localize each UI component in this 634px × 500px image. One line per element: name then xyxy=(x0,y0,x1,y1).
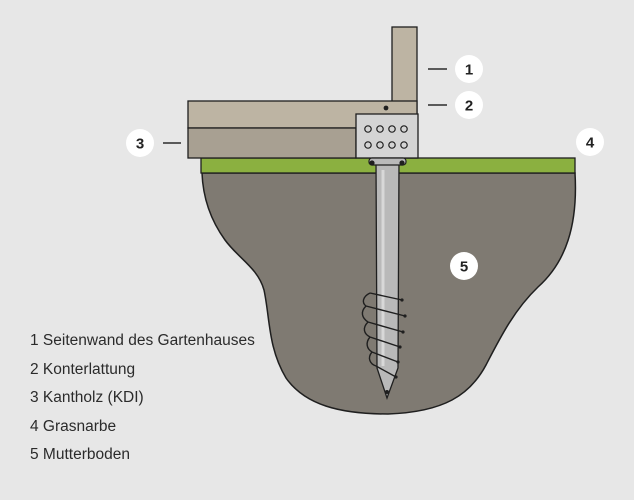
badge-1: 1 xyxy=(455,55,483,83)
top-bolt xyxy=(383,105,389,111)
badge-4: 4 xyxy=(576,128,604,156)
badge-3-number: 3 xyxy=(136,136,144,153)
screw-collar xyxy=(368,157,407,166)
badge-3: 3 xyxy=(126,129,154,157)
badge-5-number: 5 xyxy=(460,259,468,276)
legend-item-3: 3 Kantholz (KDI) xyxy=(30,389,144,406)
legend-item-2: 2 Konterlattung xyxy=(30,360,136,378)
screw-head-plate xyxy=(355,113,419,159)
plate-holes xyxy=(364,125,408,149)
badge-2: 2 xyxy=(455,91,483,119)
thread-dots xyxy=(385,298,407,394)
legend-item-4: 4 Grasnarbe xyxy=(30,417,117,435)
badge-2-number: 2 xyxy=(465,98,473,115)
leader-lines xyxy=(163,68,447,144)
badge-5-circle xyxy=(450,252,478,280)
legend-item-5: 5 Mutterboden xyxy=(30,446,130,463)
ground-screw-shaft xyxy=(375,160,400,400)
badge-4-number: 4 xyxy=(586,135,595,152)
badge-1-circle xyxy=(455,55,483,83)
legend-item-1: 1 Seitenwand des Gartenhauses xyxy=(30,332,255,349)
badge-5: 5 xyxy=(450,252,478,280)
badge-4-circle xyxy=(576,128,604,156)
kantholz-timber xyxy=(187,127,357,159)
legend: 1 Seitenwand des Gartenhauses 2 Konterla… xyxy=(30,330,255,473)
badge-3-circle xyxy=(126,129,154,157)
screw-thread xyxy=(361,292,406,378)
collar-bolt-right xyxy=(399,160,405,166)
collar-bolt-left xyxy=(369,160,375,166)
badge-1-number: 1 xyxy=(465,62,473,79)
badge-2-circle xyxy=(455,91,483,119)
